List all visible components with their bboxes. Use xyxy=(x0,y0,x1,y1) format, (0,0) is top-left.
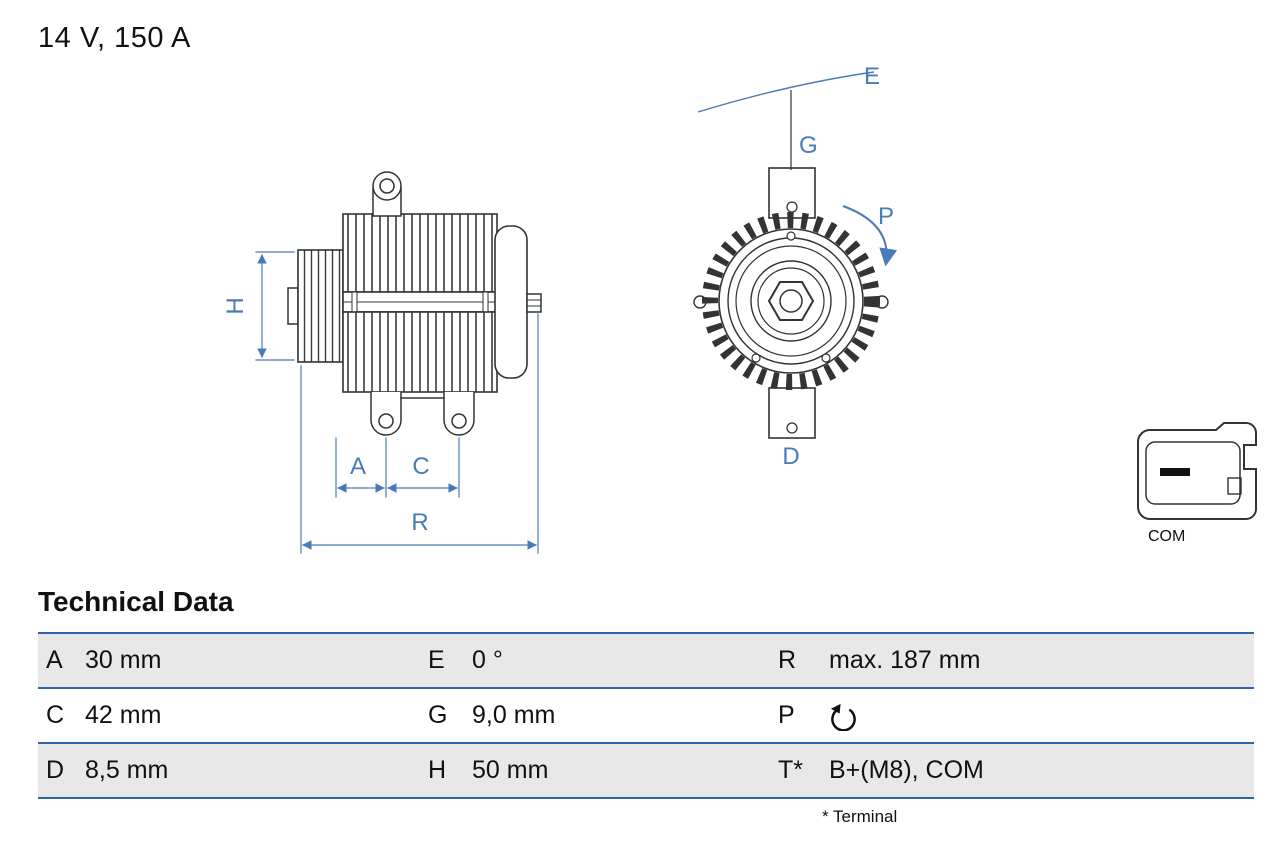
dim-value-t: B+(M8), COM xyxy=(829,756,984,784)
rear-terminal xyxy=(526,293,542,313)
pulley xyxy=(297,249,344,363)
table-row: C 42 mm G 9,0 mm P xyxy=(38,687,1254,742)
connector-terminal-pin xyxy=(1160,468,1190,476)
alternator-front-view: E G P D xyxy=(693,63,898,470)
dim-key-g: G xyxy=(428,701,448,729)
table-row: D 8,5 mm H 50 mm T* B+(M8), COM xyxy=(38,742,1254,799)
dim-key-e: E xyxy=(428,646,445,674)
dim-value-g: 9,0 mm xyxy=(472,701,556,729)
dim-value-e: 0 ° xyxy=(472,646,503,674)
dim-value-h: 50 mm xyxy=(472,756,549,784)
dim-key-p: P xyxy=(778,701,795,729)
alternator-side-view: H A C R xyxy=(222,171,542,554)
dim-key-a: A xyxy=(46,646,63,674)
dim-value-p xyxy=(822,700,1254,731)
technical-data-table: A 30 mm E 0 ° R max. 187 mm C 42 mm G 9,… xyxy=(38,632,1254,799)
dimension-r xyxy=(300,313,539,554)
table-row: A 30 mm E 0 ° R max. 187 mm xyxy=(38,632,1254,687)
dim-label-r: R xyxy=(411,509,428,536)
dim-label-a: A xyxy=(350,453,366,480)
rotation-direction-icon xyxy=(830,703,856,731)
technical-data-section: Technical Data A 30 mm E 0 ° R max. 187 … xyxy=(38,586,1254,827)
bottom-mounting-hole-right xyxy=(451,413,467,429)
terminal-footnote: * Terminal xyxy=(822,807,898,826)
bottom-mounting-hole-left xyxy=(378,413,394,429)
connector-label: COM xyxy=(1148,528,1185,545)
dim-value-c: 42 mm xyxy=(85,701,162,729)
technical-drawing: H A C R xyxy=(222,63,1257,554)
angle-e-arc xyxy=(697,71,875,113)
com-connector-icon: COM xyxy=(1137,422,1257,545)
dim-label-c: C xyxy=(412,453,429,480)
dim-key-t: T* xyxy=(778,756,803,784)
page-title: 14 V, 150 A xyxy=(38,22,191,54)
dimension-h xyxy=(255,251,295,361)
technical-data-title: Technical Data xyxy=(38,586,234,617)
dim-key-d: D xyxy=(46,756,65,784)
dim-value-a: 30 mm xyxy=(85,646,162,674)
dim-label-p: P xyxy=(878,203,894,230)
dim-label-h: H xyxy=(222,297,249,314)
dim-key-c: C xyxy=(46,701,65,729)
dim-label-g: G xyxy=(799,132,818,159)
dim-value-d: 8,5 mm xyxy=(85,756,169,784)
dim-label-d: D xyxy=(782,443,799,470)
top-mounting-hole xyxy=(379,178,395,194)
dim-label-e: E xyxy=(864,63,880,90)
dim-value-r: max. 187 mm xyxy=(829,646,981,674)
dimension-a-c xyxy=(335,437,460,498)
rotation-direction-arrow xyxy=(842,205,898,267)
dim-key-h: H xyxy=(428,756,447,784)
dim-key-r: R xyxy=(778,646,797,674)
